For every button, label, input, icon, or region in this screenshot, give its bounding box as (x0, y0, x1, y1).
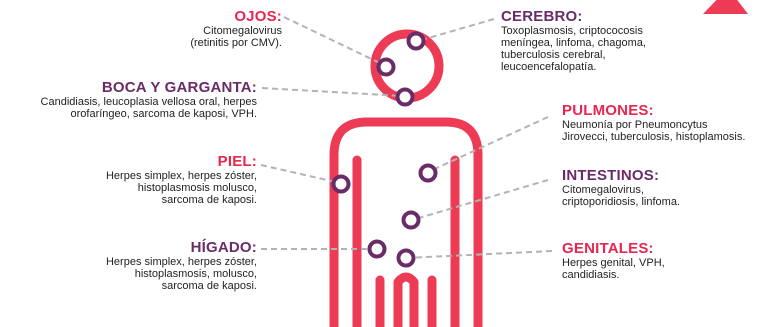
title-intestinos: INTESTINOS: (562, 167, 660, 184)
marker-intestinos (401, 210, 421, 230)
desc-genitales: Herpes genital, VPH, candidiasis. (562, 257, 665, 281)
desc-genitales-line-1: Herpes genital, VPH, (562, 257, 665, 269)
desc-intestinos: Citomegalovirus, criptoporidiosis, linfo… (562, 184, 680, 208)
desc-piel-line-3: sarcoma de kaposi. (161, 194, 257, 206)
title-pulmones: PULMONES: (562, 102, 654, 119)
label-genitales: GENITALES: Herpes genital, VPH, candidia… (562, 240, 665, 282)
connector-piel (260, 164, 341, 184)
desc-piel-line-2: histoplasmosis molusco, (137, 182, 257, 194)
marker-pulmones (418, 163, 438, 183)
title-ojos: OJOS: (234, 8, 282, 25)
corner-triangle (703, 0, 748, 14)
label-intestinos: INTESTINOS: Citomegalovirus, criptoporid… (562, 167, 680, 209)
connector-cerebro (417, 18, 495, 42)
marker-cerebro (406, 31, 426, 51)
title-piel: PIEL: (217, 153, 257, 170)
desc-boca-line-1: Candidiasis, leucoplasia vellosa oral, h… (40, 96, 257, 108)
desc-cerebro-line-1: Toxoplasmosis, criptococosis (501, 25, 643, 37)
desc-cerebro-line-2: meníngea, linfoma, chagoma, (501, 37, 646, 49)
title-genitales: GENITALES: (562, 240, 654, 257)
connector-pulmones (427, 116, 549, 173)
title-boca: BOCA Y GARGANTA: (101, 79, 257, 96)
title-higado: HÍGADO: (190, 239, 257, 256)
label-higado: HÍGADO: Herpes simplex, herpes zóster, h… (106, 239, 257, 293)
desc-higado-line-1: Herpes simplex, herpes zóster, (105, 256, 257, 268)
desc-pulmones-line-2: Jirovecci, tuberculosis, histoplamosis. (562, 131, 746, 143)
marker-genitales (396, 248, 416, 268)
desc-piel-line-1: Herpes simplex, herpes zóster, (105, 170, 257, 182)
marker-piel (331, 174, 351, 194)
desc-cerebro-line-3: tuberculosis cerebral, (501, 49, 606, 61)
connector-intestinos (411, 179, 549, 221)
title-cerebro: CEREBRO: (501, 8, 583, 25)
desc-ojos-line-1: Citomegalovirus (203, 25, 282, 37)
label-boca: BOCA Y GARGANTA: Candidiasis, leucoplasi… (41, 79, 257, 121)
marker-higado (367, 239, 387, 259)
desc-cerebro-line-4: leucoencefalopatía. (501, 61, 597, 73)
desc-boca: Candidiasis, leucoplasia vellosa oral, h… (41, 96, 257, 120)
desc-pulmones: Neumonía por Pneumoncytus Jirovecci, tub… (562, 119, 745, 143)
label-piel: PIEL: Herpes simplex, herpes zóster, his… (106, 153, 257, 207)
desc-cerebro: Toxoplasmosis, criptococosis meníngea, l… (501, 25, 646, 73)
label-cerebro: CEREBRO: Toxoplasmosis, criptococosis me… (501, 8, 646, 74)
desc-ojos: Citomegalovirus (retinitis por CMV). (190, 25, 282, 49)
label-ojos: OJOS: Citomegalovirus (retinitis por CMV… (190, 8, 282, 50)
torso-outline (329, 117, 483, 327)
desc-intestinos-line-2: criptoporidiosis, linfoma. (562, 196, 680, 208)
label-pulmones: PULMONES: Neumonía por Pneumoncytus Jiro… (562, 102, 745, 144)
desc-ojos-line-2: (retinitis por CMV). (190, 37, 282, 49)
desc-higado: Herpes simplex, herpes zóster, histoplas… (106, 256, 257, 292)
desc-higado-line-3: sarcoma de kaposi. (161, 280, 257, 292)
connector-ojos (283, 16, 385, 66)
inner-legs (393, 272, 419, 327)
desc-piel: Herpes simplex, herpes zóster, histoplas… (106, 170, 257, 206)
connector-genitales (405, 250, 553, 259)
marker-ojos (376, 57, 396, 77)
desc-boca-line-2: orofaríngeo, sarcoma de kaposi, VPH. (70, 108, 257, 120)
desc-genitales-line-2: candidiasis. (562, 269, 620, 281)
desc-higado-line-2: histoplasmosis, molusco, (134, 268, 257, 280)
connector-boca (261, 87, 404, 97)
marker-boca (395, 87, 415, 107)
desc-pulmones-line-1: Neumonía por Pneumoncytus (562, 119, 708, 131)
desc-intestinos-line-1: Citomegalovirus, (562, 184, 644, 196)
